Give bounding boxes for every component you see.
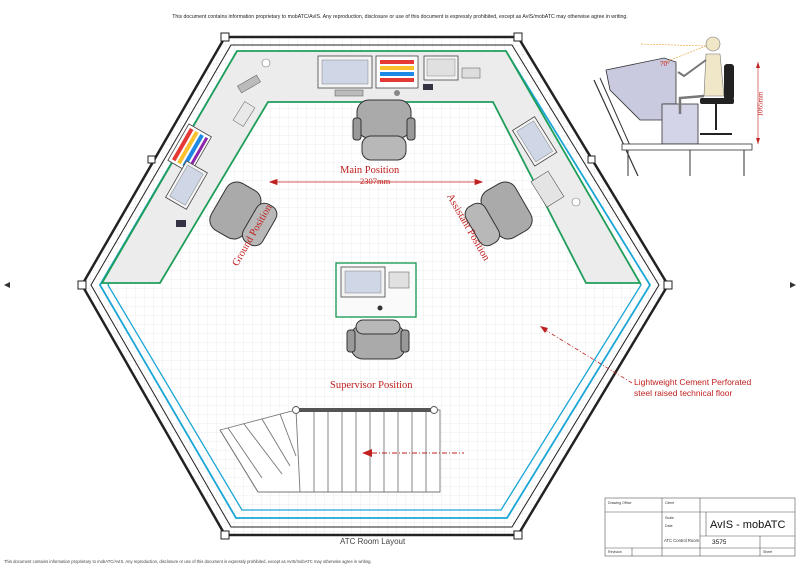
floor-note-line1: Lightweight Cement Perforated bbox=[634, 377, 752, 387]
keyboard-main bbox=[334, 89, 364, 97]
desk-width-dimension-text: 2307mm bbox=[360, 176, 391, 186]
title-block-cell: Sheet bbox=[763, 550, 773, 554]
title-block-cell: Scale bbox=[665, 516, 674, 520]
operator-body bbox=[703, 53, 725, 97]
monitor-main-left-screen bbox=[321, 59, 369, 85]
main-position-label: Main Position bbox=[340, 165, 400, 176]
phone-main bbox=[461, 67, 481, 79]
console-desk bbox=[100, 50, 642, 284]
chair-supervisor bbox=[346, 319, 410, 360]
corner-marker bbox=[77, 280, 87, 290]
floor-note-arrowhead bbox=[540, 326, 548, 333]
handset-main bbox=[423, 84, 433, 90]
title-block-cell: Drawing Office bbox=[608, 501, 632, 505]
printer-assistant bbox=[530, 170, 565, 208]
corner-marker bbox=[513, 32, 523, 42]
title-block-cell: Revision bbox=[608, 550, 622, 554]
chair-assistant bbox=[464, 181, 533, 247]
desk-height-label: 1065mm bbox=[756, 91, 765, 117]
lamp-right bbox=[571, 197, 581, 207]
corner-marker bbox=[220, 530, 230, 540]
stair-handrail bbox=[296, 408, 434, 412]
corner-marker bbox=[513, 530, 523, 540]
desk-width-dimension bbox=[268, 178, 484, 186]
tray-left bbox=[232, 101, 256, 127]
corner-marker bbox=[220, 32, 230, 42]
floor-note-leader bbox=[541, 327, 633, 384]
margin-arrow-right bbox=[790, 282, 796, 288]
corner-marker bbox=[663, 280, 673, 290]
title-block-drawing-title: ATC Control Room bbox=[664, 538, 700, 543]
chair-main bbox=[352, 99, 416, 161]
device-supervisor bbox=[388, 271, 410, 289]
room-layout-title: ATC Room Layout bbox=[340, 537, 406, 546]
floor-note-line2: steel raised technical floor bbox=[634, 388, 733, 398]
handset-ground bbox=[176, 220, 186, 227]
ergonomic-side-view bbox=[593, 36, 760, 177]
supervisor-desk bbox=[335, 262, 417, 318]
corner-marker bbox=[587, 155, 596, 164]
operator-head bbox=[705, 36, 721, 52]
proprietary-notice-top: This document contains information propr… bbox=[172, 14, 628, 20]
desk-equipment bbox=[165, 55, 581, 227]
corner-marker bbox=[147, 155, 156, 164]
chair-ground bbox=[209, 181, 278, 247]
operator-chair-seat bbox=[700, 98, 734, 104]
title-block-project: AvIS - mobATC bbox=[710, 519, 786, 531]
staircase bbox=[219, 406, 441, 493]
title-block-cell: Client bbox=[665, 501, 675, 505]
stair-direction-arrow bbox=[362, 449, 464, 457]
inner-wall bbox=[90, 44, 660, 528]
title-block bbox=[604, 497, 796, 557]
microphone-main bbox=[394, 90, 400, 96]
title-block-drawing-number: 3575 bbox=[712, 539, 727, 546]
supervisor-position-label: Supervisor Position bbox=[330, 380, 413, 391]
floor-plate bbox=[621, 143, 753, 151]
keyboard-left-corner bbox=[237, 74, 261, 94]
operator-chair-back bbox=[724, 64, 734, 100]
desk-top-surface bbox=[100, 50, 642, 284]
margin-arrow-left bbox=[4, 282, 10, 288]
lamp-left bbox=[261, 58, 271, 68]
reach-angle-label: 70° bbox=[660, 60, 670, 68]
title-block-cell: Date bbox=[665, 524, 673, 528]
proprietary-notice-bottom: This document contains information propr… bbox=[4, 559, 372, 564]
